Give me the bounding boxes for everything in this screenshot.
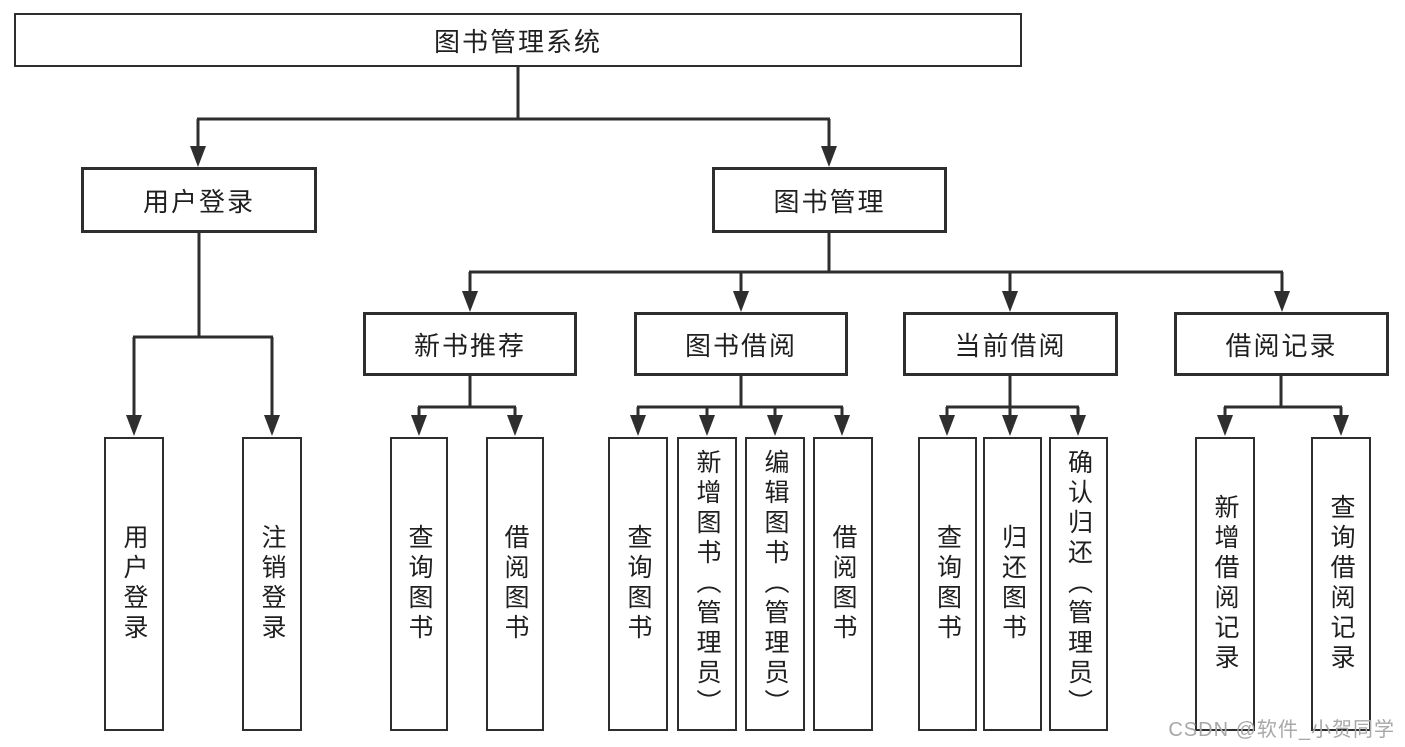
leaf-borrow-add-books-admin: 新增图书（管理员）: [677, 437, 737, 731]
leaf-logout: 注销登录: [242, 437, 302, 731]
leaf-user-login: 用户登录: [104, 437, 164, 731]
leaf-records-query-record: 查询借阅记录: [1311, 437, 1371, 731]
node-book-borrowing: 图书借阅: [634, 312, 848, 376]
leaf-borrow-query-books: 查询图书: [608, 437, 668, 731]
leaf-current-confirm-return-admin: 确认归还（管理员）: [1049, 437, 1108, 731]
leaf-recommend-query-books: 查询图书: [390, 437, 448, 731]
node-user-login: 用户登录: [81, 167, 317, 233]
arrowheads: [126, 146, 1349, 436]
csdn-watermark: CSDN @软件_小贺同学: [1168, 719, 1395, 741]
node-current-borrowing: 当前借阅: [903, 312, 1118, 376]
node-borrowing-records: 借阅记录: [1174, 312, 1389, 376]
leaf-borrow-borrow-books: 借阅图书: [813, 437, 873, 731]
leaf-borrow-edit-books-admin: 编辑图书（管理员）: [745, 437, 805, 731]
leaf-current-query-books: 查询图书: [918, 437, 977, 731]
leaf-recommend-borrow-books: 借阅图书: [486, 437, 544, 731]
node-book-management: 图书管理: [712, 167, 947, 233]
leaf-current-return-books: 归还图书: [983, 437, 1042, 731]
leaf-records-add-record: 新增借阅记录: [1195, 437, 1255, 731]
node-root: 图书管理系统: [14, 13, 1022, 67]
node-new-book-recommendation: 新书推荐: [363, 312, 577, 376]
